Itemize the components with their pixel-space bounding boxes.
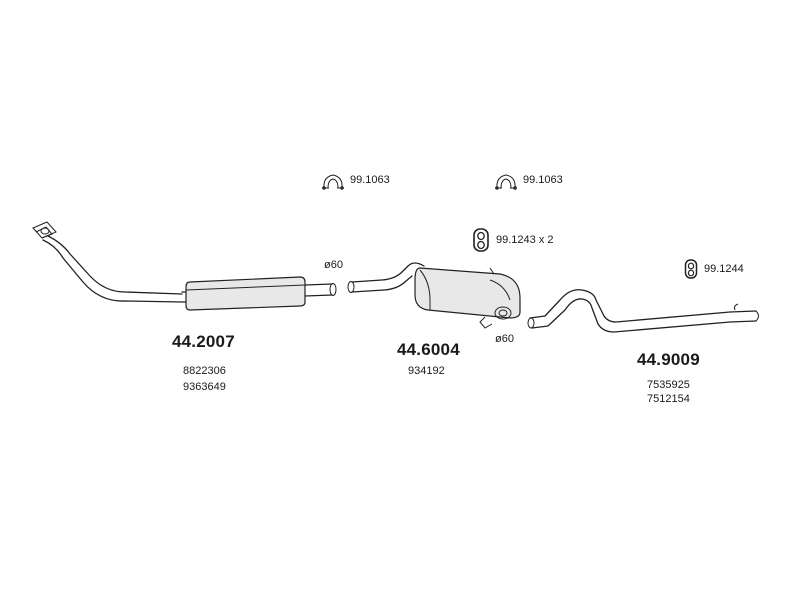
tail-pipe: [527, 289, 759, 333]
part-number: 44.9009: [637, 350, 700, 369]
oem-reference: 7535925: [647, 379, 690, 391]
flange-icon: [32, 221, 57, 239]
diameter-label: ø60: [495, 333, 514, 345]
rubber-mount-icon: [684, 259, 698, 279]
mount-code: 99.1243 x 2: [496, 234, 554, 246]
mount-code: 99.1244: [704, 263, 744, 275]
clamp-icon: [322, 174, 344, 190]
part-number: 44.6004: [397, 340, 460, 359]
rubber-mount-icon: [473, 228, 489, 252]
oem-reference: 9363649: [183, 381, 226, 393]
oem-reference: 7512154: [647, 393, 690, 405]
clamp-code: 99.1063: [350, 174, 390, 186]
front-pipe-with-silencer: [32, 221, 337, 311]
clamp-code: 99.1063: [523, 174, 563, 186]
oem-reference: 934192: [408, 365, 445, 377]
part-number: 44.2007: [172, 332, 235, 351]
diameter-label: ø60: [324, 259, 343, 271]
rear-silencer: [347, 262, 521, 329]
oem-reference: 8822306: [183, 365, 226, 377]
clamp-icon: [495, 174, 517, 190]
